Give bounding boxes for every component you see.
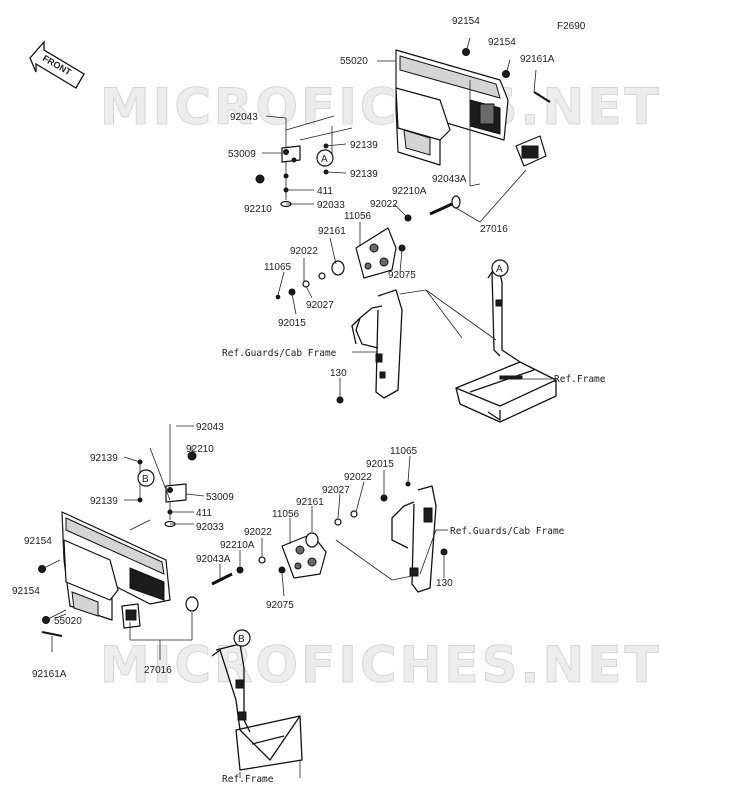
label-92139-upper-b: 92139	[350, 169, 378, 180]
screw-92154-lower-b	[42, 609, 67, 624]
label-53009-lower: 53009	[206, 492, 234, 503]
label-92022-upper-a: 92022	[370, 199, 398, 210]
frame-lower	[211, 643, 303, 778]
label-92161-lower: 92161	[296, 497, 324, 508]
label-92154-lower-a: 92154	[24, 536, 52, 547]
label-92022-lower-b: 92022	[244, 527, 272, 538]
label-92043a-lower: 92043A	[196, 554, 231, 565]
label-53009-upper: 53009	[228, 149, 256, 160]
washer-chain-upper	[275, 272, 326, 300]
label-92033-upper: 92033	[317, 200, 345, 211]
label-55020-lower: 55020	[54, 616, 82, 627]
label-92015-lower: 92015	[366, 459, 394, 470]
label-92154-lower-b: 92154	[12, 586, 40, 597]
label-11065-upper: 11065	[264, 262, 292, 273]
plate-11056-upper	[331, 227, 406, 279]
label-92210a-upper: 92210A	[392, 186, 427, 197]
label-11056-lower: 11056	[272, 509, 300, 520]
label-92043a-upper: 92043A	[432, 174, 467, 185]
callout-a-frame-letter: A	[496, 264, 503, 275]
callout-a-letter: A	[321, 154, 328, 165]
label-92033-lower: 92033	[196, 522, 224, 533]
upper-assembly: A A 92154 92154 92161A 55020 92043 92139…	[222, 16, 606, 423]
label-92210-upper: 92210	[244, 204, 272, 215]
label-92161-upper: 92161	[318, 226, 346, 237]
callout-b-frame: B	[233, 629, 251, 647]
label-ref-frame-upper: Ref.Frame	[554, 374, 606, 385]
label-27016-upper: 27016	[480, 224, 508, 235]
label-130-lower: 130	[436, 578, 453, 589]
label-ref-guards-lower: Ref.Guards/Cab Frame	[450, 526, 565, 537]
label-92022-lower-a: 92022	[344, 472, 372, 483]
callout-a-upper: A	[316, 149, 334, 167]
watermark-upper: MICROFICHES.NET	[100, 78, 662, 136]
label-92139-lower-b: 92139	[90, 496, 118, 507]
lower-assembly: B B 92043 92139 92210 92139 53009 411 92…	[12, 422, 565, 785]
lamp-socket-lower	[121, 596, 199, 629]
watermark-lower: MICROFICHES.NET	[100, 636, 662, 694]
label-92043-upper: 92043	[230, 112, 258, 123]
pin-92161a-lower	[41, 631, 63, 637]
callout-b-frame-letter: B	[238, 634, 245, 645]
label-ref-frame-lower: Ref.Frame	[222, 774, 274, 785]
front-arrow-icon: FRONT	[29, 40, 85, 89]
screw-92154-lower-a	[38, 559, 61, 573]
lamp-socket-upper	[515, 135, 547, 167]
callout-b-letter: B	[142, 474, 149, 485]
plate-11056-lower	[278, 532, 327, 579]
label-92139-upper-a: 92139	[350, 140, 378, 151]
bolt-92043a-lower	[211, 556, 266, 586]
label-92161a-lower: 92161A	[32, 669, 67, 680]
frame-upper	[455, 265, 557, 423]
guard-frame-upper	[336, 289, 403, 404]
label-27016-lower: 27016	[144, 665, 172, 676]
bolt-92043a-upper	[404, 195, 461, 222]
label-92027-upper: 92027	[306, 300, 334, 311]
label-130-upper: 130	[330, 368, 347, 379]
label-ref-guards-upper: Ref.Guards/Cab Frame	[222, 348, 337, 359]
label-411-upper: 411	[317, 186, 333, 197]
label-92075-upper: 92075	[388, 270, 416, 281]
label-11065-lower: 11065	[390, 446, 418, 457]
label-92022-upper-b: 92022	[290, 246, 318, 257]
guard-frame-lower	[391, 485, 448, 593]
figure-code: F2690	[557, 21, 586, 32]
label-92161a-upper: 92161A	[520, 54, 555, 65]
label-92043-lower: 92043	[196, 422, 224, 433]
pin-92161a-upper	[533, 91, 551, 103]
taillight-housing-lower	[61, 511, 171, 621]
label-55020-upper: 55020	[340, 56, 368, 67]
callout-b-lower: B	[137, 469, 155, 487]
bracket-53009-upper	[255, 118, 329, 208]
label-92015-upper: 92015	[278, 318, 306, 329]
label-92154-upper-a: 92154	[452, 16, 480, 27]
callout-a-frame: A	[491, 259, 509, 277]
taillight-housing-upper	[395, 49, 509, 166]
label-92154-upper-b: 92154	[488, 37, 516, 48]
label-92027-lower: 92027	[322, 485, 350, 496]
screw-92154-upper-b	[502, 59, 511, 78]
label-92075-lower: 92075	[266, 600, 294, 611]
screw-92154-upper-a	[462, 37, 471, 56]
label-92139-lower-a: 92139	[90, 453, 118, 464]
leader-lines-lower	[51, 425, 448, 778]
label-92210-lower: 92210	[186, 444, 214, 455]
label-411-lower: 411	[196, 508, 212, 519]
label-92210a-lower: 92210A	[220, 540, 255, 551]
label-11056-upper: 11056	[344, 211, 372, 222]
